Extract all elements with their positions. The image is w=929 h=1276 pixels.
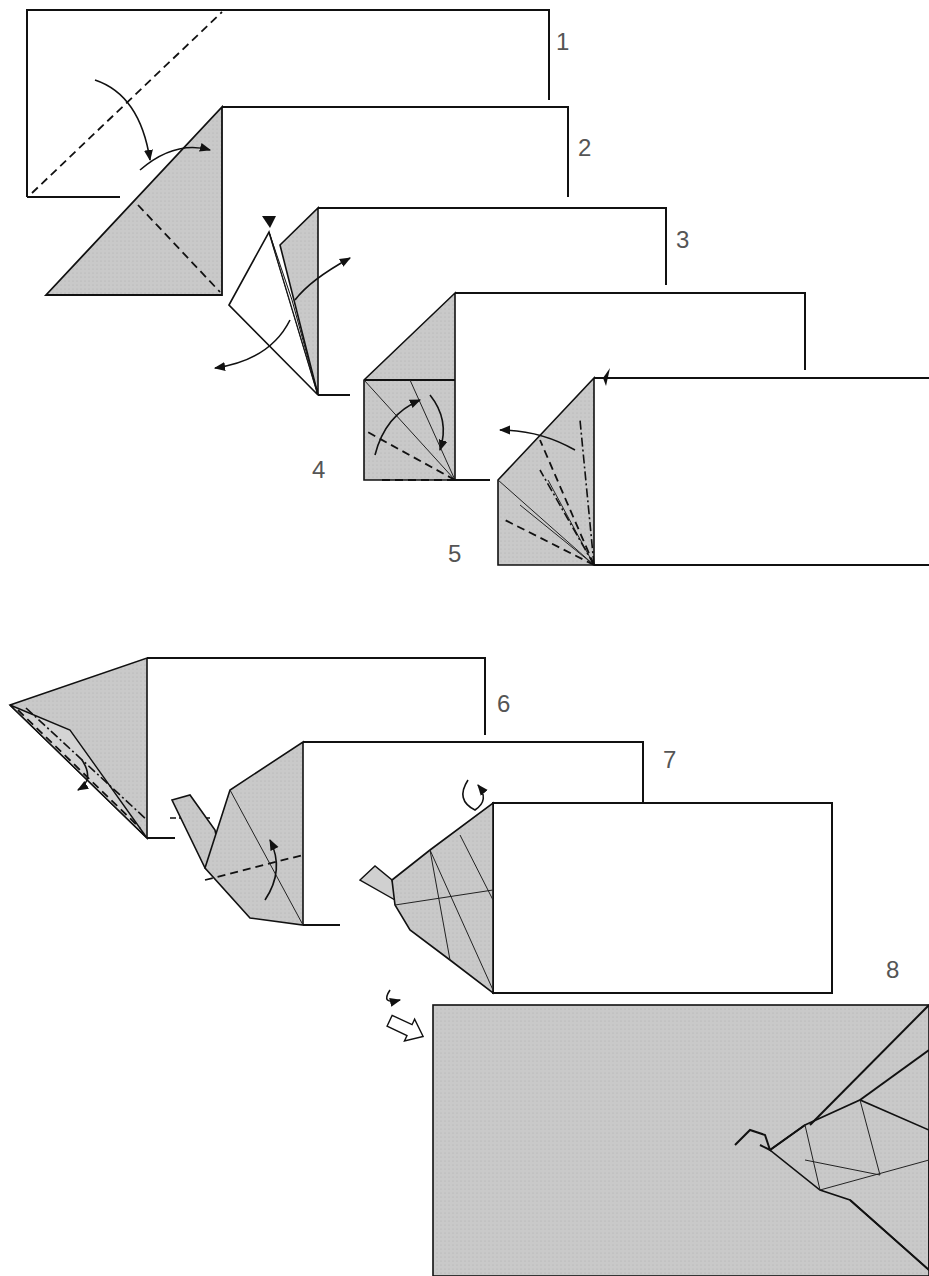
step-number: 7	[663, 748, 676, 772]
step-number: 8	[886, 958, 899, 982]
step-number: 5	[448, 542, 461, 566]
step-number: 1	[556, 30, 569, 54]
final-model	[433, 1005, 929, 1276]
step-number: 4	[312, 458, 325, 482]
step-number: 6	[497, 692, 510, 716]
step-number: 3	[676, 228, 689, 252]
step-number: 2	[578, 136, 591, 160]
step-5-sheet	[498, 368, 929, 565]
